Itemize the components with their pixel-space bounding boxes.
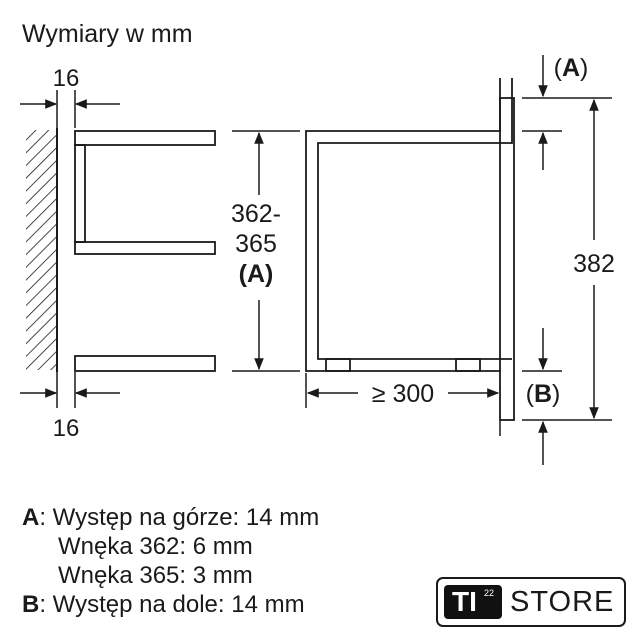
legend-key-b: B: [22, 591, 40, 618]
legend-text-b: : Występ na dole: 14 mm: [39, 591, 305, 618]
appliance-outer-body: [305, 78, 501, 372]
niche-height-reference: (A): [239, 260, 274, 288]
wall-hatching: [26, 130, 56, 370]
logo-superscript: 22: [484, 588, 495, 598]
upper-shelf-outline: [74, 130, 216, 146]
logo-badge: TI 22: [444, 585, 502, 619]
wall-offset-top-label: 16: [53, 65, 80, 92]
wall-offset-bottom-dimension: [20, 372, 120, 408]
legend-line-niche-365: Wnęka 365: 3 mm: [58, 561, 253, 590]
front-panel: [499, 97, 515, 421]
overhang-top-reference: (A): [554, 54, 589, 82]
niche-back-panel: [74, 144, 86, 243]
niche-height-reference-text: (A): [239, 260, 274, 288]
overhang-bottom-dimension: [522, 328, 562, 465]
legend-line-niche-362: Wnęka 362: 6 mm: [58, 532, 253, 561]
wall-offset-top-dimension: [20, 90, 120, 128]
page-title: Wymiary w mm: [22, 20, 193, 48]
appliance-inner-body: [317, 78, 513, 360]
niche-shelf: [74, 241, 216, 255]
depth-dimension: [305, 373, 501, 436]
overhang-top-ref-letter: A: [562, 54, 580, 82]
appliance-side-view: [305, 78, 515, 421]
niche-height-label-2: 365: [235, 230, 277, 258]
legend-text-niche-365: Wnęka 365: 3 mm: [58, 562, 253, 589]
depth-label: ≥ 300: [372, 380, 434, 408]
overhang-top-dimension: [522, 55, 562, 170]
ti-store-logo: TI 22 STORE: [436, 577, 626, 627]
overhang-bottom-ref-letter: B: [534, 380, 552, 408]
logo-store-text: STORE: [510, 586, 615, 618]
wall-offset-bottom-label: 16: [53, 415, 80, 442]
foot-right: [455, 358, 481, 372]
front-height-dimension: [522, 97, 612, 421]
overhang-bottom-reference: (B): [526, 380, 561, 408]
legend-text-a: : Występ na górze: 14 mm: [39, 504, 320, 531]
niche-cabinet: [74, 130, 216, 372]
niche-height-label: 362-: [231, 200, 281, 228]
front-height-label: 382: [573, 250, 615, 278]
lower-shelf: [74, 355, 216, 372]
legend-text-niche-362: Wnęka 362: 6 mm: [58, 533, 253, 560]
wall-section: [26, 128, 58, 372]
legend-key-a: A: [22, 504, 40, 531]
niche-height-dimension: [232, 130, 300, 372]
logo-brand: TI: [452, 586, 477, 617]
legend-line-b: B: Występ na dole: 14 mm: [22, 590, 305, 619]
foot-left: [325, 358, 351, 372]
legend-line-a: A: Występ na górze: 14 mm: [22, 503, 319, 532]
